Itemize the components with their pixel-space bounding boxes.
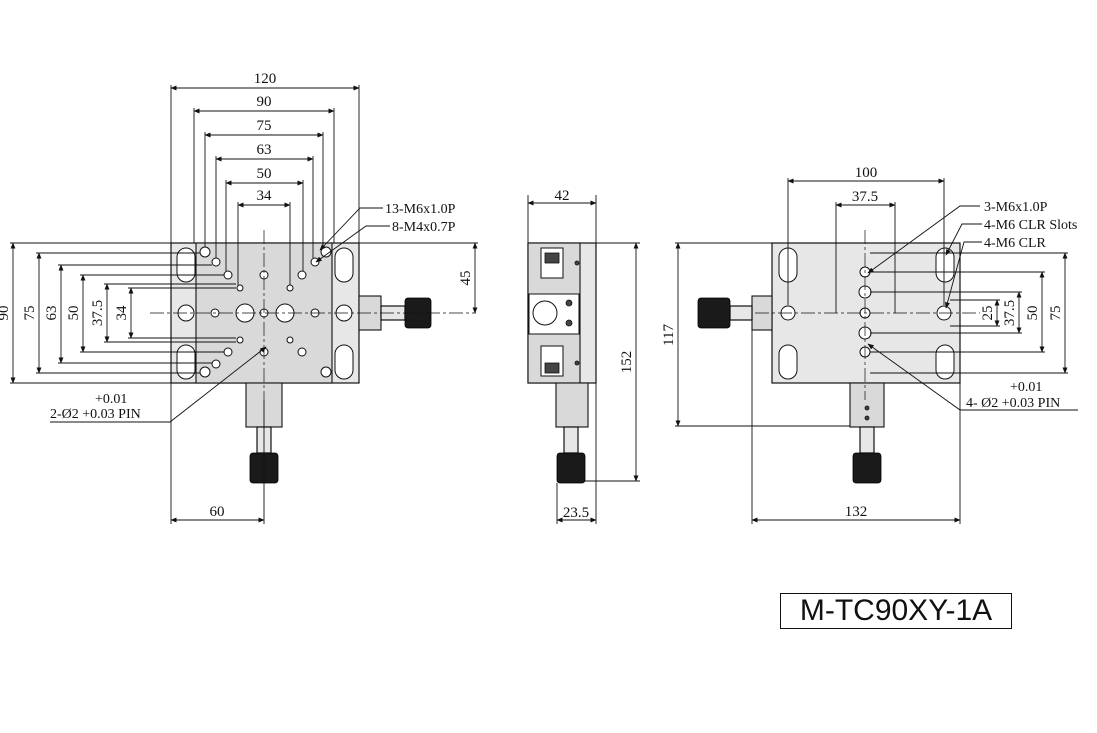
callout-bottom-m6-clr: 4-M6 CLR: [984, 236, 1047, 251]
bottom-pin-leader: [867, 343, 1078, 411]
front-hole: [297, 347, 307, 357]
front-view: 120 90 75 63 50 34 90 75 63 50 37.5 34: [0, 71, 478, 524]
dim-front-50: 50: [257, 166, 272, 182]
dim-front-120: 120: [254, 71, 277, 87]
callout-front-8-m4: 8-M4x0.7P: [392, 220, 456, 235]
dim-front-left-50: 50: [66, 306, 82, 321]
front-hole: [223, 270, 233, 280]
front-hole: [211, 359, 221, 369]
dim-bottom-75: 75: [1048, 306, 1064, 321]
dim-side-23-5: 23.5: [563, 505, 589, 521]
bottom-slot: [935, 247, 955, 283]
dim-bottom-100: 100: [855, 165, 878, 181]
front-hole: [320, 366, 332, 378]
side-block-bottom: [544, 362, 560, 374]
dim-front-left-75: 75: [22, 306, 38, 321]
front-top-dims: [170, 85, 360, 285]
side-housing: [555, 382, 589, 428]
side-view: 42 152 23.5: [527, 188, 640, 524]
dim-front-left-37-5: 37.5: [90, 300, 106, 326]
front-hole: [236, 284, 244, 292]
side-screw: [574, 360, 580, 366]
side-screw: [565, 299, 573, 307]
front-hole: [199, 246, 211, 258]
bottom-screw: [864, 415, 870, 421]
dim-bottom-25: 25: [980, 306, 996, 321]
callout-pin-leader: [50, 346, 267, 423]
side-hole-big: [532, 300, 558, 326]
bottom-callout-leader-3: [945, 241, 982, 309]
callout-front-13-m6: 13-M6x1.0P: [385, 202, 456, 217]
front-hole: [223, 347, 233, 357]
dim-front-bottom-60: 60: [210, 504, 225, 520]
callout-bottom-pin-tol: +0.01: [1010, 380, 1042, 395]
front-hole: [199, 366, 211, 378]
callout-front-pin-tol: +0.01: [95, 392, 127, 407]
callout-bottom-pin: 4- Ø2 +0.03 PIN: [966, 396, 1060, 411]
side-screw: [565, 319, 573, 327]
front-hole: [310, 257, 320, 267]
front-hole: [286, 284, 294, 292]
bottom-bottom-barrel: [859, 426, 875, 454]
bottom-callout-leader-2: [945, 223, 982, 256]
dim-bottom-117: 117: [661, 324, 677, 346]
front-slot-bl: [176, 344, 196, 380]
dim-bottom-50: 50: [1025, 306, 1041, 321]
front-hole: [286, 336, 294, 344]
bottom-left-knob: [697, 297, 731, 329]
front-left-dims: [10, 242, 236, 384]
dim-front-34: 34: [257, 188, 273, 204]
dim-front-left-34: 34: [114, 305, 130, 321]
bottom-left-barrel: [729, 305, 753, 321]
front-hole: [211, 257, 221, 267]
callout-leader-1: [319, 207, 383, 251]
dim-front-left-90: 90: [0, 306, 12, 321]
dim-front-75: 75: [257, 118, 272, 134]
front-hole: [297, 270, 307, 280]
dim-front-90: 90: [257, 94, 272, 110]
callout-bottom-3-m6: 3-M6x1.0P: [984, 200, 1048, 215]
dim-front-right-45: 45: [458, 271, 474, 286]
dim-side-152: 152: [619, 351, 635, 374]
side-barrel: [563, 426, 579, 454]
bottom-callout-leader-1: [867, 205, 980, 274]
dim-bottom-right-37-5: 37.5: [1002, 300, 1018, 326]
callout-bottom-m6-slots: 4-M6 CLR Slots: [984, 218, 1077, 233]
dim-bottom-132: 132: [845, 504, 868, 520]
callout-front-pin: 2-Ø2 +0.03 PIN: [50, 407, 141, 422]
callout-leader-2: [315, 225, 390, 263]
dim-front-left-63: 63: [44, 306, 60, 321]
side-screw: [574, 260, 580, 266]
dim-bottom-37-5: 37.5: [852, 189, 878, 205]
bottom-screw: [864, 405, 870, 411]
bottom-view: 100 37.5 117 25 37.5 50 75 132 3-M6x1.0P…: [661, 165, 1078, 524]
bottom-slot: [778, 344, 798, 380]
side-knob: [556, 452, 586, 484]
side-block-top: [544, 252, 560, 264]
front-slot-tr: [334, 247, 354, 283]
model-number: M-TC90XY-1A: [780, 593, 1012, 629]
front-slot-br: [334, 344, 354, 380]
front-hole: [236, 336, 244, 344]
dim-side-42: 42: [555, 188, 570, 204]
bottom-bottom-knob: [852, 452, 882, 484]
bottom-slot: [935, 344, 955, 380]
dim-front-63: 63: [257, 142, 272, 158]
